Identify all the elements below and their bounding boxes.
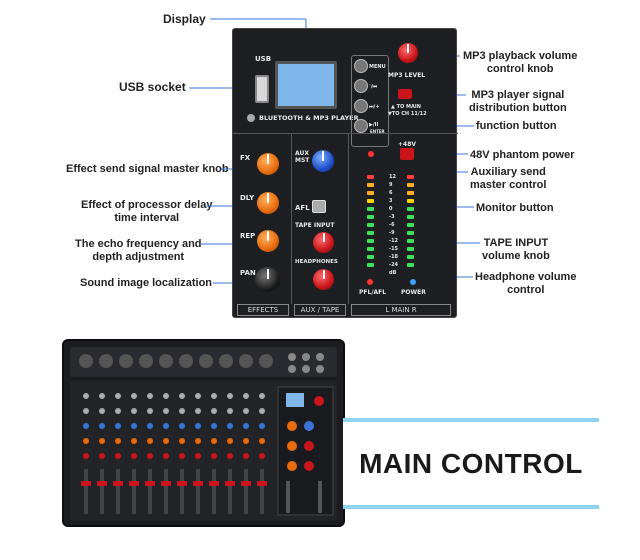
- banner-title: MAIN CONTROL: [359, 447, 583, 479]
- phantom-led: [368, 151, 374, 157]
- pfl-led: [367, 279, 373, 285]
- prev-button[interactable]: [354, 79, 368, 93]
- callout-sound-image: Sound image localization: [80, 277, 213, 289]
- callout-display: Display: [163, 12, 206, 26]
- pfl-afl-label: PFL/AFL: [359, 289, 387, 296]
- plus48v-label: +48V: [398, 141, 417, 148]
- power-label: POWER: [401, 289, 426, 296]
- afl-monitor-button[interactable]: [312, 200, 326, 213]
- callout-tape-input: TAPE INPUT volume knob: [482, 237, 550, 262]
- column-divider-2: [348, 134, 349, 304]
- meter-mark: dB: [389, 270, 397, 276]
- footer-aux-tape: AUX / TAPE: [294, 304, 346, 316]
- callout-monitor: Monitor button: [476, 202, 554, 214]
- fx-label: FX: [240, 154, 251, 162]
- callout-aux-send: Auxiliary send master control: [470, 166, 547, 191]
- meter-mark: 12: [389, 174, 396, 180]
- meter-leds: [367, 174, 427, 274]
- phantom-power-button[interactable]: [400, 148, 414, 160]
- callout-effect-send: Effect send signal master knob: [66, 163, 229, 175]
- power-led: [410, 279, 416, 285]
- level-meter: 12 9 6 3 0 -3 -6 -9 -12 -15 -18 -24 dB: [367, 174, 427, 284]
- headphones-label: HEADPHONES: [295, 259, 338, 265]
- callout-function-button: function button: [476, 120, 557, 132]
- meter-mark: -15: [389, 246, 399, 252]
- meter-mark: -9: [389, 230, 395, 236]
- tape-input-label: TAPE INPUT: [295, 222, 335, 229]
- mp3-level-label: MP3 LEVEL: [388, 72, 426, 79]
- meter-mark: 3: [389, 198, 393, 204]
- meter-mark: -18: [389, 254, 399, 260]
- main-control-banner: MAIN CONTROL: [343, 418, 599, 509]
- function-button-group: [351, 55, 389, 147]
- footer-effects: EFFECTS: [237, 304, 289, 316]
- to-ch-label: ▼TO CH 11/12: [388, 111, 427, 117]
- callout-processor-delay: Effect of processor delay time interval: [81, 199, 213, 224]
- play-label: ▶/II: [369, 122, 379, 128]
- dly-label: DLY: [240, 194, 255, 202]
- usb-socket[interactable]: [255, 75, 269, 103]
- meter-mark: -12: [389, 238, 399, 244]
- bt-title: BLUETOOTH & MP3 PLAYER: [259, 114, 359, 122]
- mixer-full-view: [62, 339, 345, 527]
- callout-headphone: Headphone volume control: [475, 271, 577, 296]
- column-divider-1: [291, 134, 292, 304]
- callout-phantom: 48V phantom power: [470, 149, 575, 161]
- fx-knob[interactable]: [257, 153, 279, 175]
- pan-knob[interactable]: [255, 267, 280, 292]
- play-button[interactable]: [354, 119, 368, 133]
- menu-label: MENU: [369, 64, 386, 70]
- prev-label: ʿ/⏮: [369, 84, 378, 90]
- mp3-level-knob[interactable]: [398, 43, 418, 63]
- control-panel: USB BLUETOOTH & MP3 PLAYER MENU ʿ/⏮ ⏭/+ …: [232, 28, 458, 318]
- to-main-label: ▲ TO MAIN: [391, 104, 421, 110]
- footer-main: L MAIN R: [351, 304, 451, 316]
- meter-mark: -24: [389, 262, 399, 268]
- callout-mp3-volume: MP3 playback volume control knob: [463, 50, 578, 75]
- mixer-illustration: [70, 347, 337, 521]
- meter-mark: -6: [389, 222, 395, 228]
- aux-mst-knob[interactable]: [312, 150, 334, 172]
- tape-input-knob[interactable]: [313, 232, 334, 253]
- aux-mst-label: AUX MST: [295, 150, 310, 164]
- next-label: ⏭/+: [369, 104, 380, 110]
- usb-label: USB: [255, 55, 272, 63]
- dly-knob[interactable]: [257, 192, 279, 214]
- panel-divider: [233, 133, 458, 134]
- callout-mp3-distribution: MP3 player signal distribution button: [469, 89, 567, 114]
- meter-mark: 0: [389, 206, 393, 212]
- headphones-knob[interactable]: [313, 269, 334, 290]
- meter-mark: 6: [389, 190, 393, 196]
- afl-label: AFL: [295, 204, 310, 212]
- next-button[interactable]: [354, 99, 368, 113]
- callout-echo: The echo frequency and depth adjustment: [75, 238, 202, 263]
- menu-button[interactable]: [354, 59, 368, 73]
- meter-mark: -3: [389, 214, 395, 220]
- lcd-display: [275, 61, 337, 109]
- meter-mark: 9: [389, 182, 393, 188]
- rep-label: REP: [240, 232, 256, 240]
- bluetooth-icon: [247, 114, 255, 122]
- pan-label: PAN: [240, 269, 256, 277]
- rep-knob[interactable]: [257, 230, 279, 252]
- mp3-distribution-button[interactable]: [398, 89, 412, 99]
- callout-usb-socket: USB socket: [119, 80, 186, 94]
- enter-label: ENTER: [370, 129, 385, 134]
